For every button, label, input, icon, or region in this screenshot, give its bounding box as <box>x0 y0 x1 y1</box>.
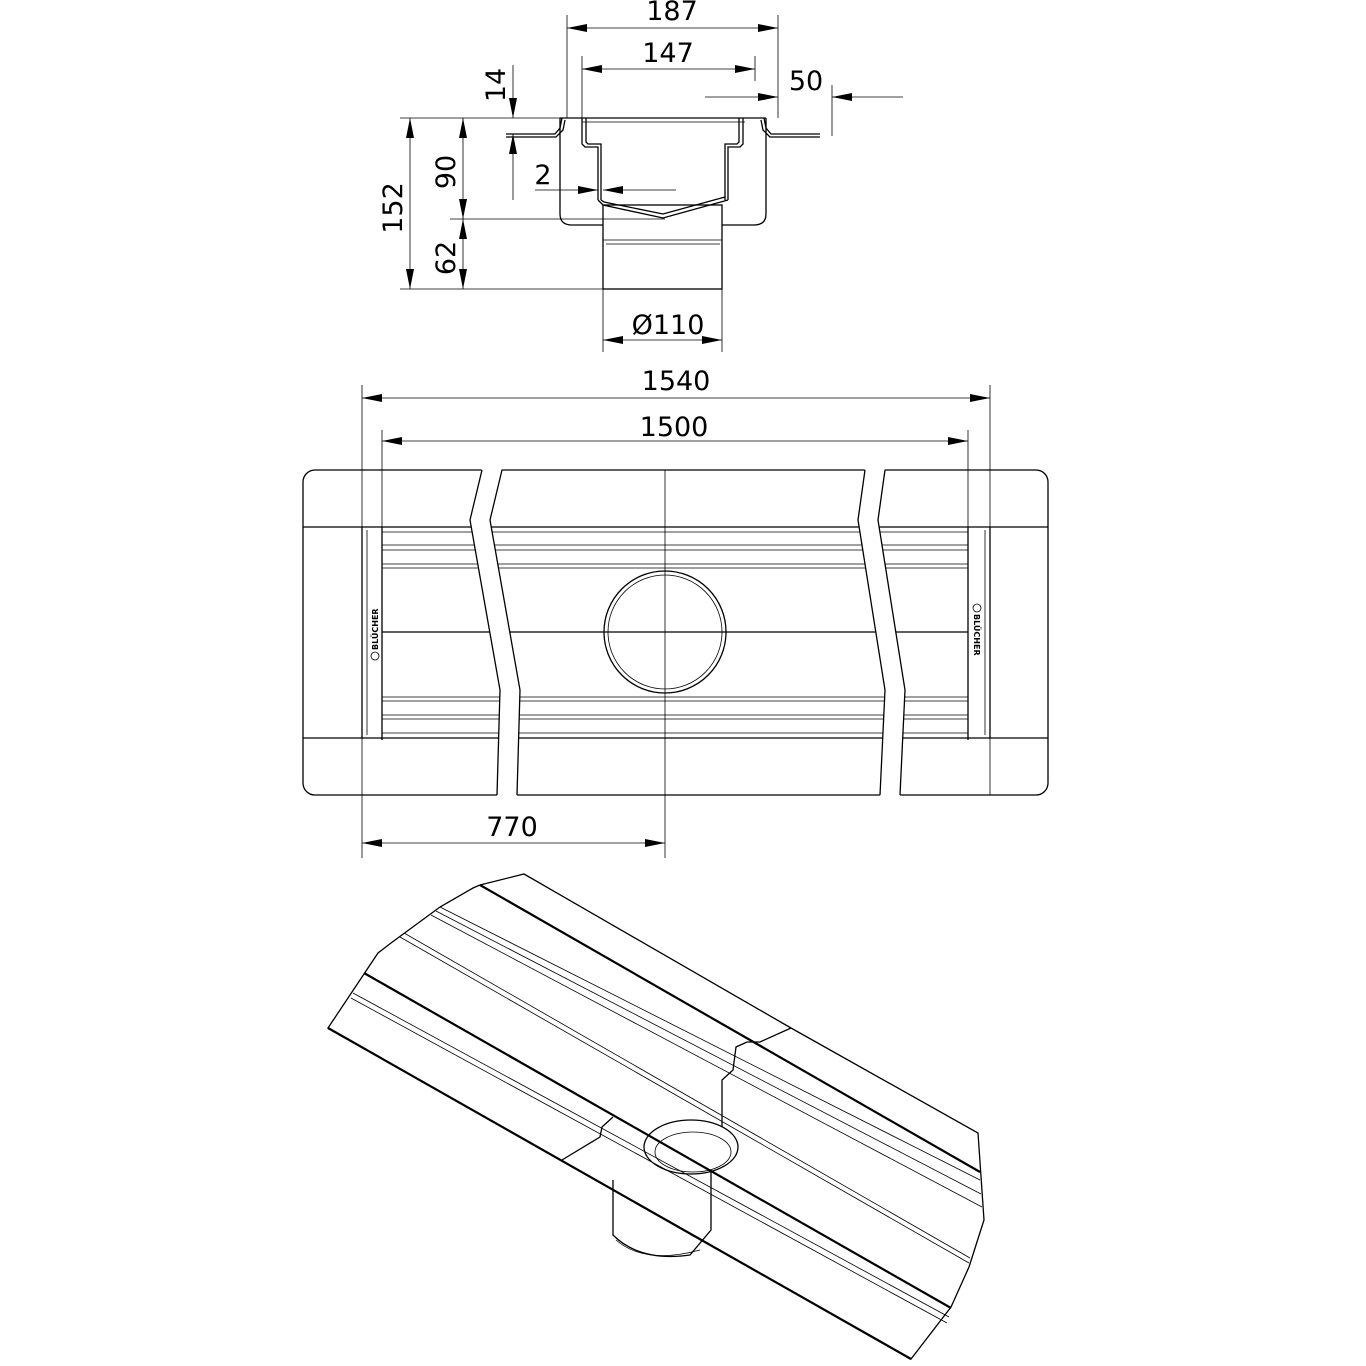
iso-grooves <box>350 906 983 1324</box>
dim-label-14: 14 <box>481 68 512 102</box>
dim-label-147: 147 <box>642 38 694 69</box>
outer-frame <box>302 469 1049 796</box>
outlet-pipe <box>612 1170 712 1258</box>
dim-label-2: 2 <box>534 160 551 191</box>
cross-section-view: 187 147 50 14 90 152 62 2 Ø110 <box>378 0 903 352</box>
svg-text:BLÜCHER: BLÜCHER <box>972 614 982 656</box>
dim-label-1500: 1500 <box>640 412 709 443</box>
dim-label-1540: 1540 <box>642 366 711 397</box>
svg-text:BLÜCHER: BLÜCHER <box>370 608 380 650</box>
dim-label-62: 62 <box>431 241 462 275</box>
brand-logo-right: BLÜCHER <box>972 603 982 656</box>
dim-label-152: 152 <box>378 182 409 234</box>
channel-profile <box>506 117 820 290</box>
break-left <box>470 468 520 797</box>
dim-label-90: 90 <box>431 155 462 189</box>
plan-view: BLÜCHER BLÜCHER 1540 1500 770 <box>302 366 1049 858</box>
dim-label-770: 770 <box>486 812 538 843</box>
break-right <box>858 468 905 797</box>
outlet-opening <box>643 1119 739 1175</box>
extension-lines <box>400 15 833 352</box>
dim-label-187: 187 <box>646 0 698 27</box>
dimension-lines <box>406 23 903 344</box>
outlet-circle <box>603 570 727 694</box>
dim-label-110: Ø110 <box>632 310 705 341</box>
dim-label-50: 50 <box>789 66 823 97</box>
isometric-view <box>327 873 985 1360</box>
brand-logo-left: BLÜCHER <box>370 608 380 661</box>
